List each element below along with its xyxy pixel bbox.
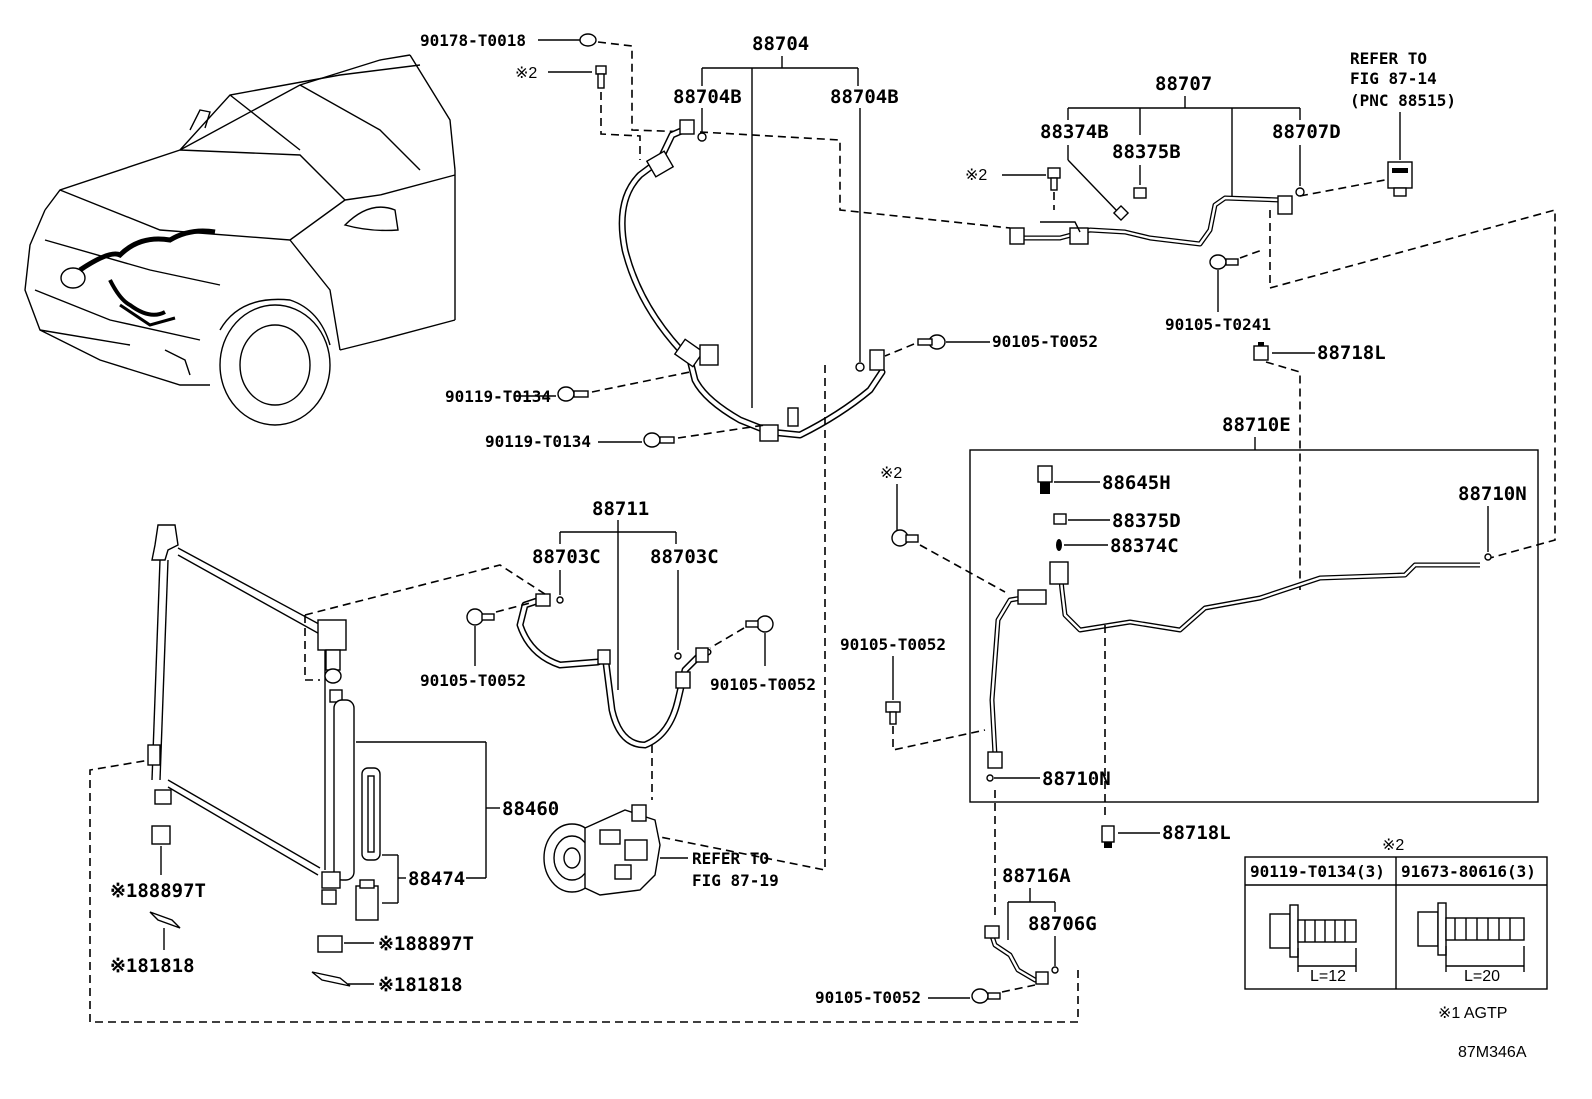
label-88718L-top[interactable]: 88718L — [1317, 342, 1386, 364]
label-88706G[interactable]: 88706G — [1028, 913, 1097, 935]
bolt-spec-table: ※2 90119-T0134(3) 91673-80616(3) L=12 — [1244, 837, 1548, 990]
bolt-icon — [891, 529, 919, 547]
label-88897T-b[interactable]: ※188897T — [378, 933, 474, 955]
bolt-icon — [917, 334, 946, 350]
discharge-hose-88716A: 88716A 88706G 90105-T0052 — [89, 759, 1097, 1023]
cushion-icon — [151, 825, 171, 845]
mark-2-a: ※2 — [515, 65, 537, 82]
label-88710E[interactable]: 88710E — [1222, 414, 1291, 436]
label-90105-T0052-right[interactable]: 90105-T0052 — [710, 675, 816, 694]
bolt-icon — [885, 701, 901, 725]
label-90178-T0018[interactable]: 90178-T0018 — [420, 31, 526, 50]
label-88703C-right[interactable]: 88703C — [650, 546, 719, 568]
label-88707[interactable]: 88707 — [1155, 73, 1212, 95]
vehicle-illustration — [24, 54, 456, 426]
bolt-table-col2-header: 91673-80616(3) — [1401, 862, 1536, 881]
suction-hose-88711: 88711 88703C 88703C 90105-T0052 — [420, 498, 816, 800]
o-ring-icon — [986, 774, 994, 782]
bolt-table-col1-header: 90119-T0134(3) — [1250, 862, 1385, 881]
o-ring-icon — [674, 652, 682, 660]
cushion-icon — [317, 935, 343, 953]
o-ring-icon — [1051, 966, 1059, 974]
liquid-tube-assembly-88707: 88707 88374B 88375B 88707D ※2 — [965, 49, 1556, 590]
bolt-table-col2-length: L=20 — [1464, 968, 1500, 985]
refer-fig-87-14-line2[interactable]: FIG 87-14 — [1350, 69, 1437, 88]
seal-icon — [311, 971, 351, 987]
label-88703C-left[interactable]: 88703C — [532, 546, 601, 568]
label-90105-T0052-top[interactable]: 90105-T0052 — [992, 332, 1098, 351]
flange-bolt-short-icon — [1269, 904, 1357, 958]
condenser-labels: 88460 88474 ※188897T ※181818 ※188897T ※1… — [110, 741, 559, 996]
tube-group-frame — [969, 449, 1539, 803]
o-ring-icon — [697, 132, 707, 142]
label-81818-a[interactable]: ※181818 — [110, 955, 195, 977]
refer-fig-87-14-line1[interactable]: REFER TO — [1350, 49, 1427, 68]
label-81818-b[interactable]: ※181818 — [378, 974, 463, 996]
note-mark1-agtp: ※1 AGTP — [1438, 1005, 1507, 1022]
seal-icon — [149, 911, 181, 929]
label-88374C[interactable]: 88374C — [1110, 535, 1179, 557]
o-ring-icon — [579, 33, 597, 47]
o-ring-icon — [1056, 539, 1062, 551]
bolt-icon — [1047, 167, 1061, 191]
bolt-table-col1-length: L=12 — [1310, 968, 1346, 985]
o-ring-icon — [1484, 553, 1492, 561]
label-88716A[interactable]: 88716A — [1002, 865, 1071, 887]
label-88704B-right[interactable]: 88704B — [830, 86, 899, 108]
label-88711[interactable]: 88711 — [592, 498, 649, 520]
label-90105-T0052-bottom[interactable]: 90105-T0052 — [815, 988, 921, 1007]
figure-code: 87M346A — [1458, 1044, 1527, 1061]
label-88374B[interactable]: 88374B — [1040, 121, 1109, 143]
label-88375B[interactable]: 88375B — [1112, 141, 1181, 163]
label-90119-T0134-b[interactable]: 90119-T0134 — [485, 432, 591, 451]
discharge-hose-assembly: 90178-T0018 ※2 88704 88704B 88704B — [420, 31, 1098, 871]
bolt-icon — [1209, 254, 1239, 270]
mark-2-b: ※2 — [965, 167, 987, 184]
pressure-switch-icon — [1387, 161, 1413, 197]
refer-fig-87-19-line2[interactable]: FIG 87-19 — [692, 871, 779, 890]
o-ring-icon — [556, 596, 564, 604]
plug-icon — [355, 885, 379, 921]
o-ring-icon — [855, 362, 865, 372]
bolt-icon — [466, 608, 495, 626]
label-88718L-bottom[interactable]: 88718L — [1162, 822, 1231, 844]
label-88707D[interactable]: 88707D — [1272, 121, 1341, 143]
label-88704[interactable]: 88704 — [752, 33, 809, 55]
condenser — [147, 524, 549, 905]
refer-fig-87-19-line1[interactable]: REFER TO — [692, 849, 769, 868]
label-90105-T0052-mid[interactable]: 90105-T0052 — [840, 635, 946, 654]
label-90105-T0241[interactable]: 90105-T0241 — [1165, 315, 1271, 334]
label-88474[interactable]: 88474 — [408, 868, 465, 890]
label-88375D[interactable]: 88375D — [1112, 510, 1181, 532]
bolt-icon — [643, 432, 675, 448]
mark-2-c: ※2 — [880, 465, 902, 482]
bolt-icon — [745, 615, 774, 633]
bolt-icon — [557, 386, 589, 402]
bolt-icon — [971, 988, 1001, 1004]
label-88704B-left[interactable]: 88704B — [673, 86, 742, 108]
label-88710N-right[interactable]: 88710N — [1458, 483, 1527, 505]
flange-bolt-long-icon — [1417, 902, 1525, 956]
label-90119-T0134-a[interactable]: 90119-T0134 — [445, 387, 551, 406]
clamp-icon — [1101, 825, 1115, 848]
label-88645H[interactable]: 88645H — [1102, 472, 1171, 494]
valve-core-icon — [1053, 513, 1067, 525]
bolt-table-mark: ※2 — [1382, 837, 1404, 854]
pressure-sensor-icon — [1037, 465, 1053, 494]
clamp-icon — [1253, 342, 1269, 361]
label-90105-T0052-left[interactable]: 90105-T0052 — [420, 671, 526, 690]
liquid-tube-88710E: 88710E ※2 88645H 88375D 88374C 88710N — [840, 414, 1539, 848]
label-88460[interactable]: 88460 — [502, 798, 559, 820]
label-88710N-bottom[interactable]: 88710N — [1042, 768, 1111, 790]
compressor: REFER TO FIG 87-19 — [543, 804, 779, 896]
label-88897T-a[interactable]: ※188897T — [110, 880, 206, 902]
refer-fig-87-14-line3[interactable]: (PNC 88515) — [1350, 91, 1456, 110]
bolt-icon — [595, 65, 607, 89]
